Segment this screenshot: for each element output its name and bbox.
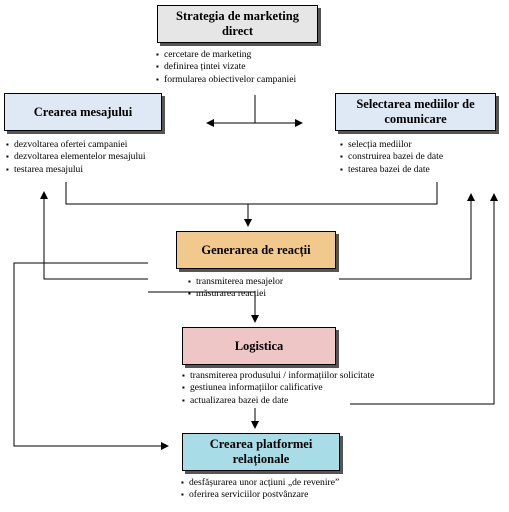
bullet-list-logistica: transmiterea produsului / informațiilor … <box>182 370 374 408</box>
list-item: dezvoltarea ofertei campaniei <box>6 139 146 152</box>
node-generarea-de-reactii: Generarea de reacții <box>176 231 336 269</box>
bullet-list-selectare: selecția mediilor construirea bazei de d… <box>340 139 443 177</box>
arrow-generarea-to-platforma <box>13 262 169 450</box>
list-item: cercetare de marketing <box>156 49 296 62</box>
node-title: Crearea platformei relaționale <box>209 437 313 466</box>
list-item: construirea bazei de date <box>340 151 443 164</box>
bullet-list-generarea: transmiterea mesajelor măsurarea reacție… <box>188 276 283 301</box>
list-item: desfășurarea unor acțiuni „de revenire” <box>181 477 339 490</box>
list-item: testarea bazei de date <box>340 164 443 177</box>
node-selectarea-mediilor: Selectarea mediilor de comunicare <box>335 93 496 131</box>
node-title: Selectarea mediilor de comunicare <box>356 97 475 126</box>
arrow-generarea-to-selectare <box>339 193 475 280</box>
arrow-generarea-to-crearea <box>40 191 148 280</box>
node-crearea-platformei-relationale: Crearea platformei relaționale <box>182 433 340 471</box>
bullet-list-strategia: cercetare de marketing definirea țintei … <box>156 49 296 87</box>
node-title: Logistica <box>234 338 284 353</box>
node-strategia-de-marketing: Strategia de marketing direct <box>157 5 318 43</box>
list-item: transmiterea mesajelor <box>188 276 283 289</box>
list-item: gestiunea informațiilor calificative <box>182 382 374 395</box>
node-crearea-mesajului: Crearea mesajului <box>4 93 162 131</box>
bullet-list-platforma: desfășurarea unor acțiuni „de revenire” … <box>181 477 339 502</box>
list-item: definirea țintei vizate <box>156 61 296 74</box>
list-item: selecția mediilor <box>340 139 443 152</box>
list-item: testarea mesajului <box>6 164 146 177</box>
node-title: Generarea de reacții <box>201 242 311 257</box>
node-title: Strategia de marketing direct <box>176 9 299 38</box>
list-item: oferirea serviciilor postvânzare <box>181 489 339 502</box>
bullet-list-crearea: dezvoltarea ofertei campaniei dezvoltare… <box>6 139 146 177</box>
node-logistica: Logistica <box>182 327 336 365</box>
list-item: dezvoltarea elementelor mesajului <box>6 151 146 164</box>
list-item: măsurarea reacției <box>188 288 283 301</box>
list-item: actualizarea bazei de date <box>182 395 374 408</box>
line-crearea-down <box>65 182 438 205</box>
node-title: Crearea mesajului <box>33 104 133 119</box>
arrow-logistica-to-selectare <box>350 193 498 405</box>
list-item: formularea obiectivelor campaniei <box>156 74 296 87</box>
list-item: transmiterea produsului / informațiilor … <box>182 370 374 383</box>
